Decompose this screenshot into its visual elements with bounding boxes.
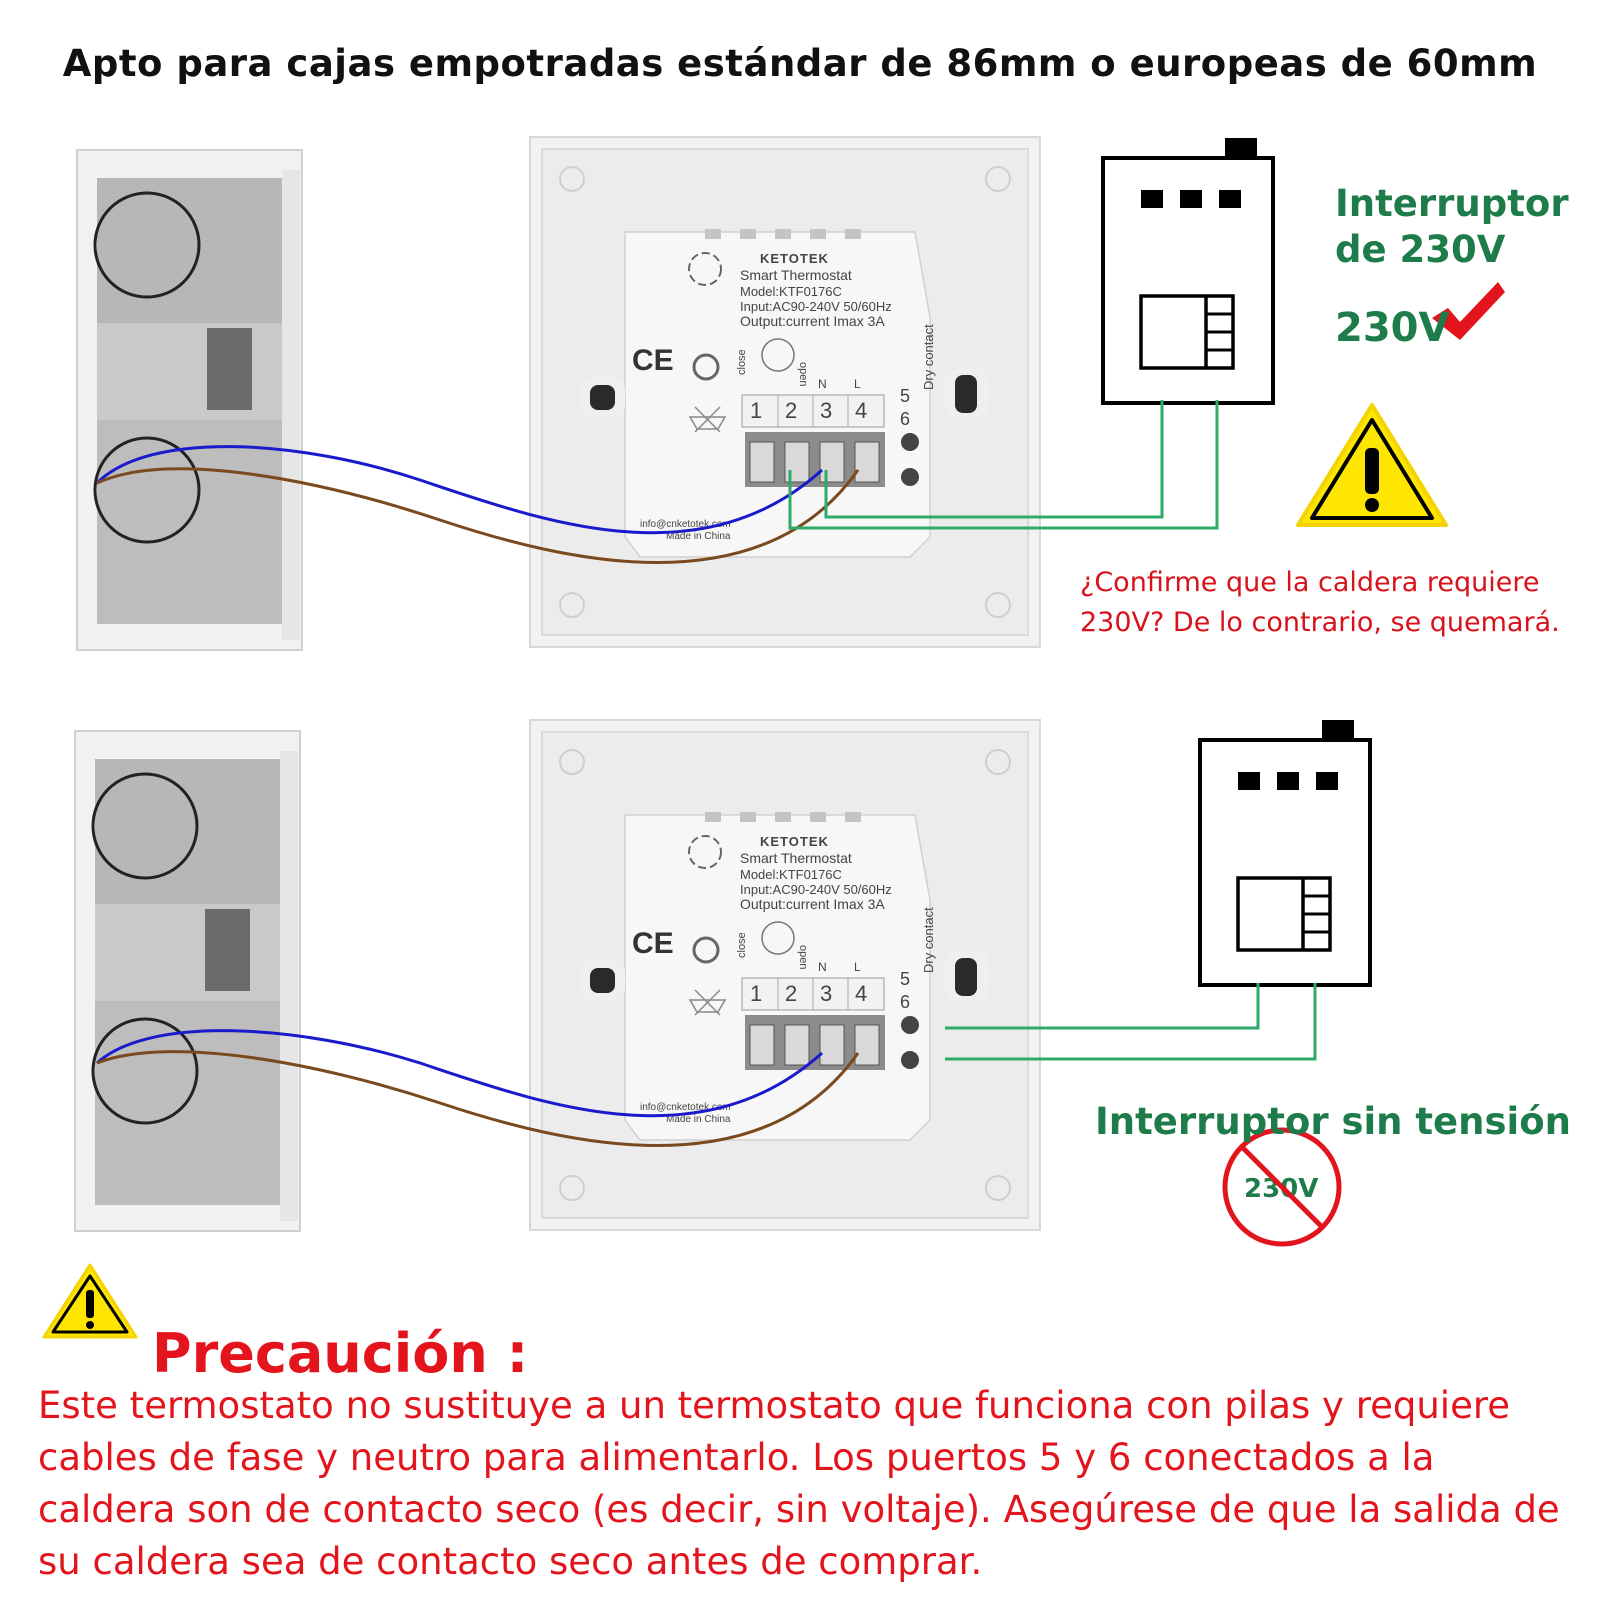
switch-230-voltage: 230V <box>1335 305 1450 351</box>
terminal-3: 3 <box>820 981 832 1006</box>
output-text: Output:current Imax 3A <box>740 896 885 912</box>
terminal-2: 2 <box>785 981 797 1006</box>
email-text: info@cnketotek.com <box>640 519 731 530</box>
warning-triangle-icon <box>1296 403 1448 527</box>
open-text: open <box>797 362 809 386</box>
boiler-wire-1b <box>824 400 1164 519</box>
page-title: Apto para cajas empotradas estándar de 8… <box>62 42 1538 85</box>
switch-230-label-line1: Interruptor <box>1335 182 1569 225</box>
n-text: N <box>818 960 827 974</box>
ce-mark: CE <box>632 927 674 960</box>
open-text: open <box>797 945 809 969</box>
input-text: Input:AC90-240V 50/60Hz <box>740 299 892 314</box>
l-text: L <box>854 960 861 974</box>
live-wire-1 <box>96 467 860 564</box>
dry-contact-text: Dry contact <box>921 324 936 390</box>
terminal-2: 2 <box>785 398 797 423</box>
boiler-switch-230v <box>1101 136 1275 405</box>
input-text: Input:AC90-240V 50/60Hz <box>740 882 892 897</box>
model-text: Model:KTF0176C <box>740 284 842 299</box>
terminal-4: 4 <box>855 398 867 423</box>
terminal-3: 3 <box>820 398 832 423</box>
l-text: L <box>854 377 861 391</box>
wall-box-2 <box>73 729 302 1233</box>
dry-switch-label: Interruptor sin tensión <box>1095 1100 1571 1143</box>
dry-contact-text: Dry contact <box>921 907 936 973</box>
boiler-wire-1a <box>788 400 1219 530</box>
brand-text: KETOTEK <box>760 834 829 849</box>
email-text: info@cnketotek.com <box>640 1102 731 1113</box>
thermostat-back-2 <box>528 718 1042 1232</box>
caution-title: Precaución : <box>152 1322 529 1385</box>
n-text: N <box>818 377 827 391</box>
made-in-text: Made in China <box>666 531 731 542</box>
output-text: Output:current Imax 3A <box>740 313 885 329</box>
wall-box-1 <box>75 148 304 652</box>
ce-mark: CE <box>632 344 674 377</box>
brand-text: KETOTEK <box>760 251 829 266</box>
neutral-wire-1 <box>95 445 824 535</box>
boiler-switch-dry <box>1198 718 1372 987</box>
product-text: Smart Thermostat <box>740 850 852 866</box>
terminal-5: 5 <box>900 969 910 989</box>
made-in-text: Made in China <box>666 1114 731 1125</box>
terminal-4: 4 <box>855 981 867 1006</box>
live-wire-2 <box>96 1050 860 1147</box>
terminal-1: 1 <box>750 398 762 423</box>
dry-wire-2a <box>945 983 1260 1030</box>
thermostat-back-1 <box>528 135 1042 649</box>
thermostat-label-1: KETOTEK Smart Thermostat Model:KTF0176C … <box>632 251 936 542</box>
neutral-wire-2 <box>95 1029 824 1118</box>
switch-230-label-line2: de 230V <box>1335 228 1506 271</box>
terminal-6: 6 <box>900 992 910 1012</box>
terminal-5: 5 <box>900 386 910 406</box>
close-text: close <box>736 349 748 375</box>
warning-triangle-icon <box>42 1263 138 1339</box>
terminal-1: 1 <box>750 981 762 1006</box>
prohibited-icon: 230V <box>1222 1127 1342 1247</box>
dry-wire-2b <box>945 983 1317 1061</box>
caution-body: Este termostato no sustituye a un termos… <box>38 1384 1560 1583</box>
voltage-warning-text: ¿Confirme que la caldera requiere 230V? … <box>1080 567 1560 638</box>
terminal-6: 6 <box>900 409 910 429</box>
thermostat-label-2: KETOTEK Smart Thermostat Model:KTF0176C … <box>632 834 936 1125</box>
check-mark-icon <box>1432 282 1505 340</box>
model-text: Model:KTF0176C <box>740 867 842 882</box>
product-text: Smart Thermostat <box>740 267 852 283</box>
close-text: close <box>736 932 748 958</box>
